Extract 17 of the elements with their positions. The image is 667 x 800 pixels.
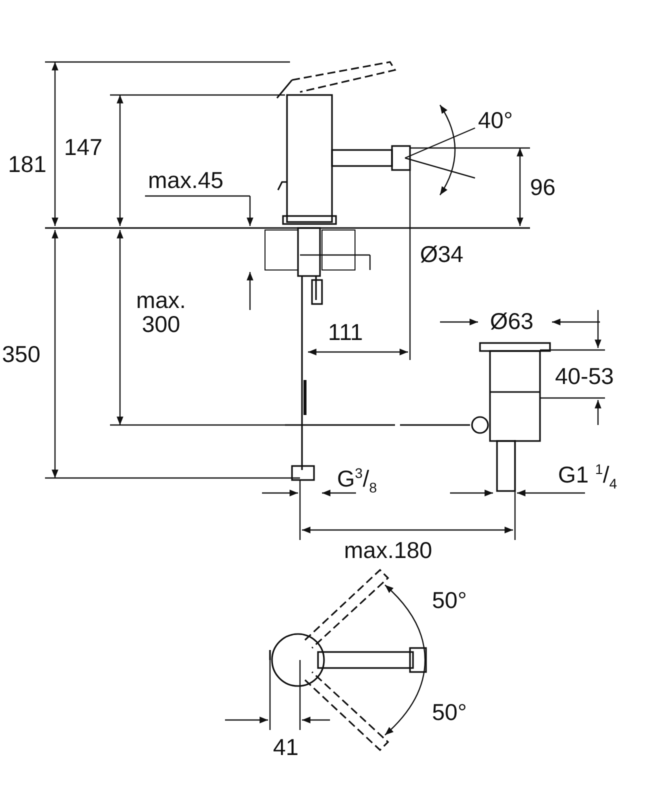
dimension-label: 181: [8, 152, 46, 176]
dimension-label: 41: [273, 735, 299, 760]
dimension-label: 111: [328, 320, 363, 344]
dimension-label: max.180: [344, 538, 432, 562]
dimension-label: 50°: [432, 588, 467, 612]
dimension-label: 40-53: [555, 364, 614, 388]
dimension-label: 147: [64, 135, 102, 160]
dimension-label: G$^{3}$/$_{8}$: [337, 466, 377, 495]
dimension-label: Ø34: [420, 242, 464, 266]
dimension-label: 350: [2, 342, 40, 366]
dimension-label: Ø63: [490, 309, 534, 334]
dimension-label: 50°: [432, 700, 467, 724]
dimension-label: G1 $^{1}$/$_{4}$: [558, 462, 618, 491]
dimension-label: 96: [530, 175, 556, 200]
dimension-label: 40°: [478, 108, 513, 132]
dimension-label: max.45: [148, 168, 224, 192]
dimension-label: max. 300: [135, 288, 187, 336]
